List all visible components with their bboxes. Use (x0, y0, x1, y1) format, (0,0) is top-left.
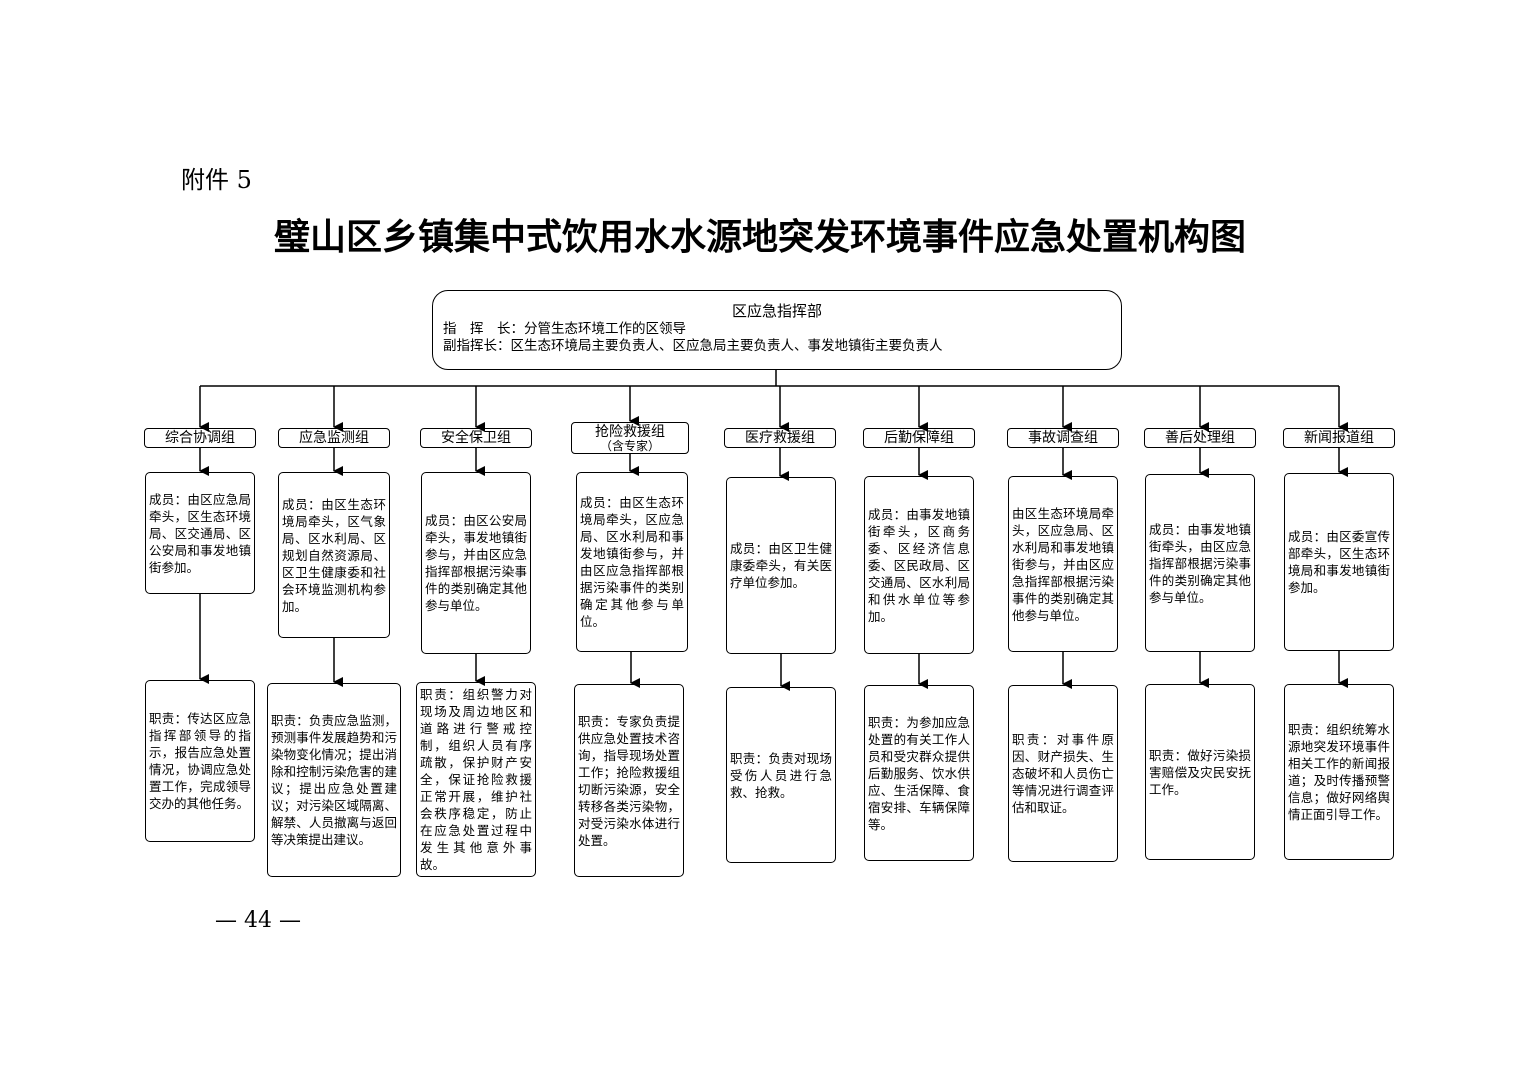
page-number: — 44 — (215, 908, 301, 933)
group-duties-text: 职责：专家负责提供应急处置技术咨询，指导现场处置工作；抢险救援组切断污染源，安全… (578, 713, 680, 848)
group-name: 医疗救援组 (745, 429, 815, 446)
group-name: 安全保卫组 (441, 429, 511, 446)
group-members-text: 成员：由区生态环境局牵头，区气象局、区水利局、区规划自然资源局、区卫生健康委和社… (282, 496, 386, 614)
group-name: 后勤保障组 (884, 429, 954, 446)
group-members-box: 成员：由区委宣传部牵头，区生态环境局和事发地镇街参加。 (1284, 473, 1394, 651)
group-duties-text: 职责：负责对现场受伤人员进行急救、抢救。 (730, 750, 832, 800)
group-duties-box: 职责：做好污染损害赔偿及灾民安抚工作。 (1145, 684, 1255, 860)
group-members-text: 成员：由区生态环境局牵头，区应急局、区水利局和事发地镇街参与，并由区应急指挥部根… (580, 495, 684, 629)
group-header: 事故调查组 (1007, 428, 1119, 448)
group-members-box: 由区生态环境局牵头，区应急局、区水利局和事发地镇街参与，并由区应急指挥部根据污染… (1008, 476, 1118, 652)
group-members-box: 成员：由区公安局牵头，事发地镇街参与，并由区应急指挥部根据污染事件的类别确定其他… (421, 472, 531, 654)
group-header: 综合协调组 (144, 428, 256, 448)
group-header: 应急监测组 (278, 428, 390, 448)
group-members-box: 成员：由事发地镇街牵头，由区应急指挥部根据污染事件的类别确定其他参与单位。 (1145, 474, 1255, 652)
diagram-title: 璧山区乡镇集中式饮用水水源地突发环境事件应急处置机构图 (273, 216, 1246, 258)
group-members-box: 成员：由事发地镇街牵头，区商务委、区经济信息委、区民政局、区交通局、区水利局和供… (864, 476, 974, 654)
group-duties-box: 职责：对事件原因、财产损失、生态破坏和人员伤亡等情况进行调查评估和取证。 (1008, 685, 1118, 862)
group-duties-box: 职责：负责对现场受伤人员进行急救、抢救。 (726, 687, 836, 863)
group-header: 新闻报道组 (1283, 428, 1395, 448)
group-members-box: 成员：由区生态环境局牵头，区气象局、区水利局、区规划自然资源局、区卫生健康委和社… (278, 472, 390, 638)
group-members-text: 由区生态环境局牵头，区应急局、区水利局和事发地镇街参与，并由区应急指挥部根据污染… (1012, 505, 1114, 623)
attachment-label: 附件 5 (181, 166, 252, 194)
group-duties-text: 职责：为参加应急处置的有关工作人员和受灾群众提供后勤服务、饮水供应、生活保障、食… (868, 714, 970, 832)
group-members-text: 成员：由区公安局牵头，事发地镇街参与，并由区应急指挥部根据污染事件的类别确定其他… (425, 513, 527, 613)
group-duties-text: 职责：传达区应急指挥部领导的指示，报告应急处置情况，协调应急处置工作，完成领导交… (149, 711, 251, 811)
group-members-text: 成员：由区卫生健康委牵头，有关医疗单位参加。 (730, 541, 832, 590)
group-members-box: 成员：由区生态环境局牵头，区应急局、区水利局和事发地镇街参与，并由区应急指挥部根… (576, 472, 688, 652)
group-duties-text: 职责：做好污染损害赔偿及灾民安抚工作。 (1149, 747, 1251, 797)
group-duties-text: 职责：组织统筹水源地突发环境事件相关工作的新闻报道；及时传播预警信息；做好网络舆… (1288, 722, 1390, 822)
headquarters-deputy: 副指挥长：区生态环境局主要负责人、区应急局主要负责人、事发地镇街主要负责人 (443, 338, 943, 354)
group-duties-box: 职责：专家负责提供应急处置技术咨询，指导现场处置工作；抢险救援组切断污染源，安全… (574, 684, 684, 877)
group-members-box: 成员：由区卫生健康委牵头，有关医疗单位参加。 (726, 477, 836, 654)
group-header: 抢险救援组（含专家） (571, 422, 689, 454)
group-name: 新闻报道组 (1304, 429, 1374, 446)
group-members-text: 成员：由区应急局牵头，区生态环境局、区交通局、区公安局和事发地镇街参加。 (149, 491, 251, 575)
group-name: 抢险救援组 (595, 423, 665, 440)
headquarters-name: 区应急指挥部 (731, 302, 822, 320)
group-name: 事故调查组 (1028, 429, 1098, 446)
group-members-text: 成员：由事发地镇街牵头，由区应急指挥部根据污染事件的类别确定其他参与单位。 (1149, 521, 1251, 605)
group-name: 应急监测组 (299, 429, 369, 446)
group-header: 安全保卫组 (420, 428, 532, 448)
group-members-text: 成员：由事发地镇街牵头，区商务委、区经济信息委、区民政局、区交通局、区水利局和供… (868, 506, 970, 624)
group-duties-text: 职责：组织警力对现场及周边地区和道路进行警戒控制，组织人员有序疏散，保护财产安全… (420, 687, 532, 872)
group-members-box: 成员：由区应急局牵头，区生态环境局、区交通局、区公安局和事发地镇街参加。 (145, 472, 255, 594)
group-duties-text: 职责：负责应急监测，预测事件发展趋势和污染物变化情况；提出消除和控制污染危害的建… (271, 713, 397, 847)
group-header: 善后处理组 (1144, 428, 1256, 448)
group-members-text: 成员：由区委宣传部牵头，区生态环境局和事发地镇街参加。 (1288, 529, 1390, 595)
group-duties-box: 职责：组织警力对现场及周边地区和道路进行警戒控制，组织人员有序疏散，保护财产安全… (416, 682, 536, 877)
group-header: 后勤保障组 (863, 428, 975, 448)
group-duties-text: 职责：对事件原因、财产损失、生态破坏和人员伤亡等情况进行调查评估和取证。 (1012, 732, 1114, 815)
headquarters-commander: 指 挥 长：分管生态环境工作的区领导 (443, 321, 686, 337)
group-subtitle: （含专家） (599, 438, 660, 453)
group-duties-box: 职责：负责应急监测，预测事件发展趋势和污染物变化情况；提出消除和控制污染危害的建… (267, 683, 401, 877)
group-duties-box: 职责：传达区应急指挥部领导的指示，报告应急处置情况，协调应急处置工作，完成领导交… (145, 680, 255, 842)
group-duties-box: 职责：组织统筹水源地突发环境事件相关工作的新闻报道；及时传播预警信息；做好网络舆… (1284, 684, 1394, 860)
group-name: 善后处理组 (1165, 429, 1235, 446)
headquarters-box: 区应急指挥部 指 挥 长：分管生态环境工作的区领导 副指挥长：区生态环境局主要负… (432, 290, 1122, 370)
group-header: 医疗救援组 (724, 428, 836, 448)
group-duties-box: 职责：为参加应急处置的有关工作人员和受灾群众提供后勤服务、饮水供应、生活保障、食… (864, 685, 974, 861)
group-name: 综合协调组 (165, 429, 235, 446)
